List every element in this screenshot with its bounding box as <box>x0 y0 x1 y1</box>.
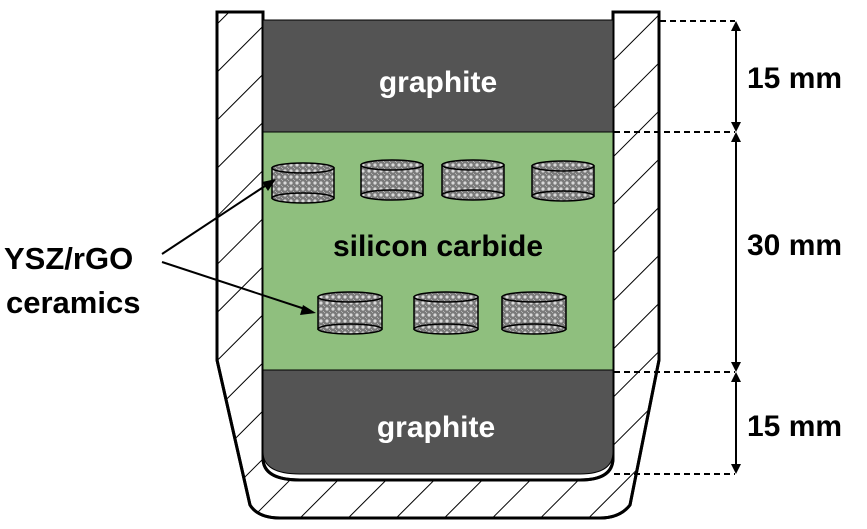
ceramics-label-line1: YSZ/rGO <box>4 241 133 276</box>
dimension-arrowheads <box>731 21 741 474</box>
bottom-graphite-layer: graphite <box>262 369 614 475</box>
ceramic-sample <box>501 291 567 335</box>
top-graphite-layer: graphite <box>262 19 614 133</box>
ceramic-sample <box>413 291 479 335</box>
ceramic-sample <box>441 159 505 201</box>
arrow-line-top <box>161 183 269 255</box>
ceramic-sample <box>531 160 595 202</box>
dimension-labels: 15 mm 30 mm 15 mm <box>747 62 842 443</box>
ceramic-sample <box>271 162 335 204</box>
arrowhead-up-icon <box>731 132 741 142</box>
arrowhead-up-icon <box>731 372 741 382</box>
top-graphite-label: graphite <box>379 66 497 99</box>
ceramic-sample <box>360 159 424 201</box>
arrowhead-down-icon <box>731 362 741 372</box>
arrowhead-down-icon <box>731 464 741 474</box>
dimension-guides <box>614 20 737 475</box>
pointer-arrows <box>161 179 316 315</box>
ceramics-label-line2: ceramics <box>6 285 140 320</box>
arrow-line-bottom <box>161 261 309 311</box>
crucible-outline <box>215 10 661 520</box>
silicon-carbide-label: silicon carbide <box>333 230 543 263</box>
dimension-label-bottom: 15 mm <box>747 410 842 443</box>
arrowhead-down-icon <box>731 122 741 132</box>
ceramic-sample <box>317 291 383 335</box>
arrowhead-icon <box>300 305 316 315</box>
arrowhead-icon <box>262 179 276 191</box>
bottom-graphite-label: graphite <box>377 411 495 444</box>
dimension-label-top: 15 mm <box>747 62 842 95</box>
ceramics-label: YSZ/rGO ceramics <box>4 241 140 320</box>
dimension-label-middle: 30 mm <box>747 229 842 262</box>
top-graphite-fill <box>262 19 614 133</box>
arrowhead-up-icon <box>731 21 741 31</box>
bottom-graphite-fill <box>262 369 614 475</box>
ceramic-samples <box>271 159 595 335</box>
